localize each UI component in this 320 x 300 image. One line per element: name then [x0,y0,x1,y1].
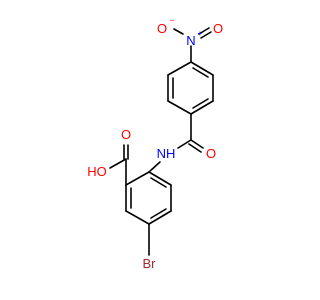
bond-n-o-right-1 [198,27,210,35]
bond-ring1-d [167,100,192,115]
atom-amide-o: O [206,146,216,161]
bond-ring2-c [148,210,172,225]
bond-n-ring2 [148,161,161,173]
atom-nitro-o-left: O [157,21,167,36]
bond-ring2-inner-2 [150,208,167,219]
bond-ring1-inner-1 [192,67,209,78]
bond-amide-co-1 [190,139,204,149]
bond-ring1-a [190,61,214,76]
bond-amide-cn [177,139,192,149]
atom-amide-nh: NH [157,146,176,161]
atom-nitro-o-right: O [213,21,223,36]
atom-acid-o: O [121,127,131,142]
bond-acid-coh [109,158,127,169]
atom-acid-ho: HO [87,164,107,179]
bond-ring2-f [125,171,150,186]
bond-ring1-f [167,61,192,76]
bond-amide-co-2 [188,143,202,153]
bond-ring1-inner-2 [192,98,209,109]
bond-ring1-c [190,100,214,115]
charge-nitro-o-left: − [170,16,175,25]
bond-n-o-right-2 [200,31,212,39]
atom-nitro-n: N [186,33,195,48]
molecule-svg: O − N + O O NH O HO Br [87,16,223,271]
bond-ring2-a [148,171,172,186]
charge-nitro-n: + [198,29,203,38]
molecule-structure: O − N + O O NH O HO Br [87,16,223,271]
bond-ring2-d [125,210,150,225]
atom-bromine: Br [143,256,157,271]
bond-n-o-left [173,28,184,35]
bond-ring2-inner-1 [150,177,167,188]
